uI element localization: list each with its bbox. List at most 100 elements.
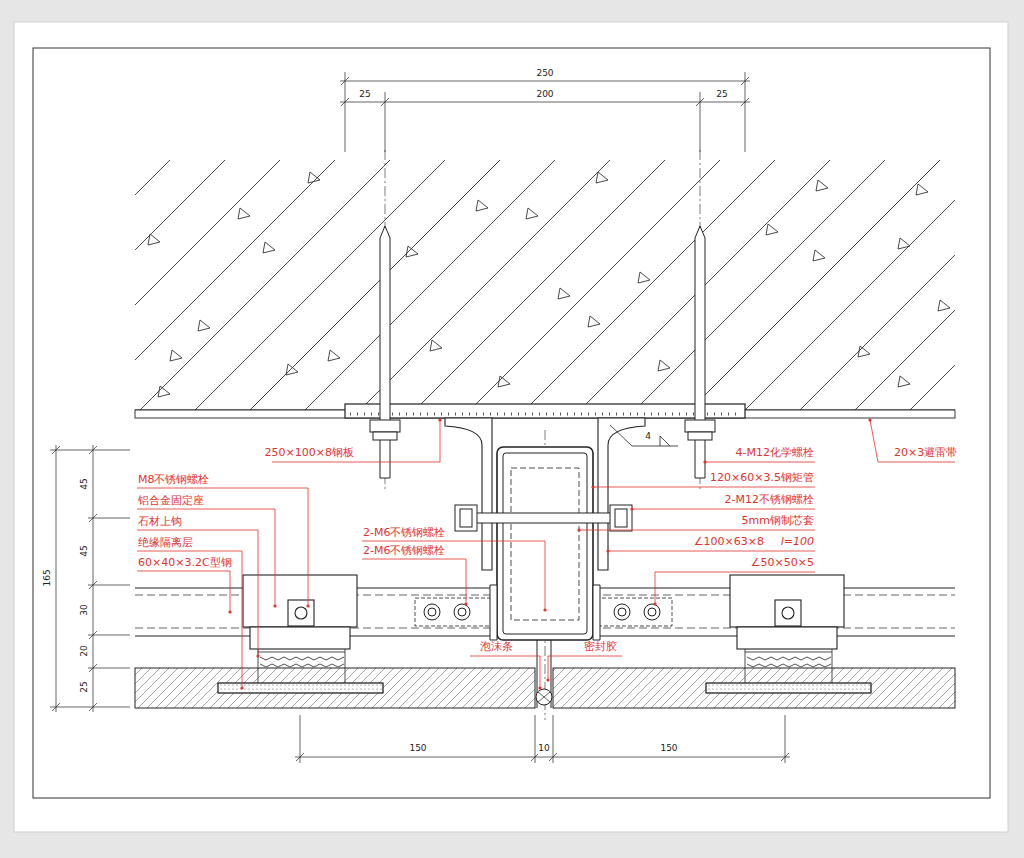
insulation-pad bbox=[706, 683, 871, 693]
leader-line bbox=[548, 656, 622, 680]
callout-text: 250×100×8钢板 bbox=[264, 447, 355, 459]
m6-bolt-plate bbox=[596, 598, 672, 626]
leader-line bbox=[137, 530, 258, 656]
weld-symbol bbox=[610, 425, 678, 446]
dimension-text: 45 bbox=[80, 544, 90, 557]
dimension-text: 165 bbox=[43, 568, 53, 587]
callout-text: 2-M6不锈钢螺栓 bbox=[362, 527, 446, 539]
aggregate-triangle bbox=[526, 208, 538, 219]
anchor-bolt bbox=[685, 420, 715, 432]
aluminum-seat bbox=[775, 600, 801, 626]
stone-panel bbox=[135, 668, 955, 708]
sheet bbox=[14, 22, 1008, 832]
leader-line bbox=[632, 509, 815, 510]
leader-dot bbox=[273, 604, 276, 607]
aggregate-triangle bbox=[558, 288, 570, 299]
callout-text: 2-M6不锈钢螺栓 bbox=[362, 545, 446, 557]
m6-bolt bbox=[458, 608, 466, 616]
steel-plate bbox=[345, 404, 745, 418]
m12-bolt bbox=[455, 505, 632, 531]
callout-text: 绝缘隔离层 bbox=[137, 537, 194, 549]
leader-line bbox=[655, 572, 815, 573]
leader-dot bbox=[606, 549, 609, 552]
aluminum-seat bbox=[737, 627, 837, 649]
angle-steel bbox=[445, 418, 492, 570]
aggregate-triangle bbox=[263, 242, 275, 253]
dimension-line bbox=[50, 450, 130, 707]
aggregate-triangle bbox=[898, 238, 910, 249]
dimension-line bbox=[296, 753, 789, 761]
angle-steel bbox=[598, 418, 645, 570]
dimension-text: 25 bbox=[715, 90, 728, 100]
m6-bolt-plate bbox=[415, 598, 495, 626]
callout-text: M8不锈钢螺栓 bbox=[137, 474, 211, 486]
leader-dot bbox=[577, 528, 580, 531]
leader-line bbox=[137, 571, 230, 612]
leader-line bbox=[137, 551, 242, 688]
stone-hook bbox=[745, 652, 832, 667]
m6-bolt bbox=[424, 604, 440, 620]
aluminum-seat bbox=[730, 575, 844, 627]
aggregate-triangle bbox=[938, 300, 950, 311]
dimension-line bbox=[345, 72, 745, 152]
dimension-text: 150 bbox=[659, 744, 678, 754]
m6-bolt bbox=[454, 604, 470, 620]
m6-bolt bbox=[424, 604, 660, 620]
stone-panel bbox=[135, 668, 535, 708]
callout-text: 泡沫条 bbox=[479, 641, 514, 653]
aluminum-seat bbox=[243, 575, 357, 627]
dimension-line bbox=[52, 446, 97, 711]
anchor-bolt bbox=[370, 226, 715, 478]
leader-line bbox=[705, 462, 815, 463]
callout-text: 60×40×3.2C型钢 bbox=[137, 557, 233, 569]
aggregate-triangle bbox=[158, 386, 170, 397]
aggregate-triangle bbox=[308, 172, 320, 183]
leader-dot bbox=[464, 602, 467, 605]
leader-dot bbox=[256, 654, 259, 657]
joint bbox=[536, 640, 552, 708]
aggregate-triangle bbox=[238, 208, 250, 219]
concrete-slab bbox=[135, 160, 955, 410]
aggregate-triangle bbox=[430, 340, 442, 351]
m12-bolt bbox=[460, 509, 472, 527]
insulation-pad bbox=[706, 683, 871, 693]
callout-text: 20×3避雷带 bbox=[893, 447, 958, 459]
aluminum-seat bbox=[782, 607, 794, 619]
aggregate-triangle bbox=[898, 376, 910, 387]
leader-line bbox=[470, 656, 540, 688]
dimension-line bbox=[340, 81, 750, 82]
leader-dot bbox=[630, 507, 633, 510]
aggregate-triangle bbox=[328, 350, 340, 361]
weld-size: 4 bbox=[644, 432, 652, 442]
m6-bolt bbox=[618, 608, 626, 616]
dimension-text: 200 bbox=[535, 90, 554, 100]
leader-line bbox=[608, 551, 815, 552]
leader-line bbox=[579, 530, 815, 531]
leader-dot bbox=[543, 608, 546, 611]
m12-bolt bbox=[610, 505, 632, 531]
leader-dot bbox=[240, 686, 243, 689]
steel-plate bbox=[345, 404, 745, 418]
callout-text: 4-M12化学螺栓 bbox=[735, 447, 815, 459]
leader-dot bbox=[868, 418, 871, 421]
dimension-text: 250 bbox=[535, 69, 554, 79]
dimension-text: 20 bbox=[80, 644, 90, 657]
aggregate-triangle bbox=[498, 376, 510, 387]
aggregate-triangle bbox=[813, 250, 825, 261]
dimension-text: 25 bbox=[358, 90, 371, 100]
aluminum-seat bbox=[295, 607, 307, 619]
aggregate-triangle bbox=[170, 350, 182, 361]
m6-bolt bbox=[648, 608, 656, 616]
leader-dot bbox=[306, 604, 309, 607]
aggregate-triangle bbox=[638, 272, 650, 283]
aggregate-triangle bbox=[858, 346, 870, 357]
dimension-line bbox=[93, 445, 94, 712]
dimension-text: 25 bbox=[80, 680, 90, 693]
aggregate-triangle bbox=[406, 246, 418, 257]
m12-bolt bbox=[615, 509, 627, 527]
dimension-line bbox=[295, 757, 790, 758]
aluminum-seat bbox=[243, 575, 844, 649]
leader-dot bbox=[703, 460, 706, 463]
insulation-pad bbox=[218, 683, 383, 693]
leader-line bbox=[137, 488, 308, 606]
